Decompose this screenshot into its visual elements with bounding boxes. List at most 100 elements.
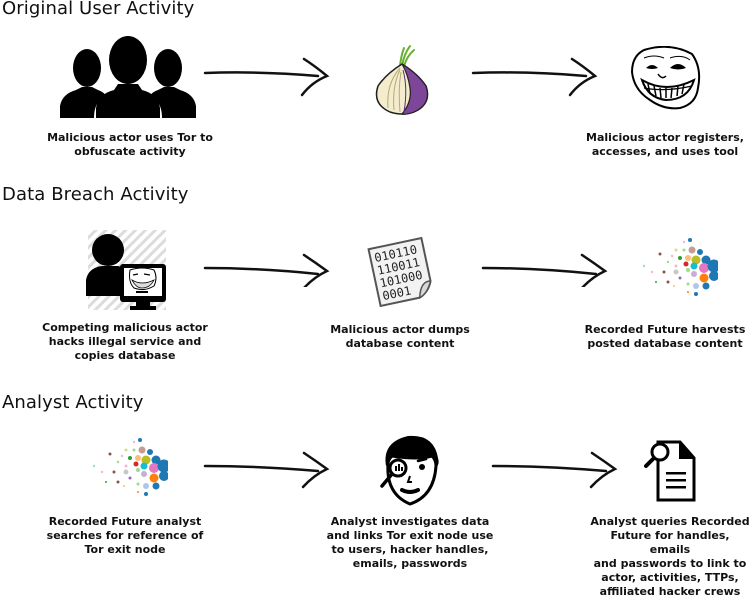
logo-dot [678, 276, 682, 280]
logo-dot [655, 281, 657, 283]
caption-line: Analyst investigates data [330, 515, 490, 528]
tor-onion-icon [375, 45, 429, 115]
logo-dot [144, 492, 148, 496]
hacker-computer-icon [86, 230, 166, 310]
analyst-magnifier-face-icon [380, 435, 439, 506]
logo-dot [691, 255, 701, 265]
caption-line: Malicious actor registers, [586, 131, 744, 144]
caption-line: and passwords to link to [593, 557, 747, 570]
caption-analyst-investigates: Analyst investigates data and links Tor … [315, 515, 505, 571]
logo-dot [699, 273, 709, 283]
caption-line: posted database content [587, 337, 743, 350]
logo-dot [152, 482, 160, 490]
logo-dot [136, 468, 140, 472]
caption-line: searches for reference of [46, 529, 204, 542]
logo-dot [682, 240, 686, 244]
logo-dot [678, 256, 682, 260]
flow-arrow-2-2 [481, 253, 608, 287]
logo-dot [685, 255, 691, 261]
caption-line: affiliated hacker crews [599, 585, 741, 598]
flow-arrow-3-2 [491, 451, 618, 489]
logo-dot [116, 460, 120, 464]
logo-dot [687, 291, 689, 293]
caption-rf-analyst-searches: Recorded Future analyst searches for ref… [25, 515, 225, 557]
flow-arrow-1-1 [203, 57, 330, 97]
logo-dot [141, 455, 151, 465]
logo-dot [662, 270, 666, 274]
users-group-icon [60, 36, 196, 118]
logo-dot [140, 462, 148, 470]
logo-dot [674, 248, 678, 252]
logo-dot [693, 283, 699, 289]
logo-dot [135, 455, 141, 461]
logo-dot [100, 470, 104, 474]
logo-dot [702, 282, 710, 290]
logo-dot [658, 252, 662, 256]
logo-dot [690, 262, 698, 270]
caption-analyst-queries: Analyst queries Recorded Future for hand… [590, 515, 749, 599]
logo-dot [666, 280, 670, 284]
caption-malicious-actor-uses-tor: Malicious actor uses Tor to obfuscate ac… [30, 131, 230, 159]
recorded-future-dots-icon [92, 438, 168, 496]
binary-line-4: 0001 [381, 283, 412, 303]
logo-dot [673, 285, 675, 287]
logo-dot [691, 271, 697, 277]
logo-dot [123, 485, 125, 487]
logo-dot [670, 254, 674, 258]
logo-dot [105, 481, 107, 483]
logo-dot [116, 480, 120, 484]
caption-malicious-actor-registers: Malicious actor registers, accesses, and… [580, 131, 749, 159]
logo-dot [128, 476, 132, 480]
binary-document-icon: 010110 110011 101000 0001 [367, 237, 432, 307]
logo-dot [682, 248, 686, 252]
logo-dot [124, 448, 128, 452]
logo-dot [128, 456, 132, 460]
logo-dot [642, 264, 646, 268]
logo-dot [143, 483, 149, 489]
logo-dot [697, 249, 703, 255]
logo-dot [666, 260, 670, 264]
logo-dot [149, 473, 159, 483]
logo-dot [108, 452, 112, 456]
logo-dot [137, 491, 139, 493]
logo-dot [707, 259, 718, 273]
logo-dot [709, 271, 718, 281]
caption-competing-actor-hacks: Competing malicious actor hacks illegal … [25, 321, 225, 363]
caption-line: Competing malicious actor [42, 321, 208, 334]
caption-rf-harvests: Recorded Future harvests posted database… [580, 323, 749, 351]
logo-dot [151, 455, 161, 465]
caption-line: Future for handles, emails [610, 529, 730, 556]
logo-dot [123, 469, 129, 475]
caption-line: copies database [74, 349, 176, 362]
caption-line: to users, hacker handles, [331, 543, 489, 556]
flow-arrow-2-1 [203, 253, 330, 287]
recorded-future-dots-icon [642, 238, 718, 296]
caption-line: and links Tor exit node use [326, 529, 494, 542]
flow-arrow-1-2 [471, 57, 598, 97]
caption-line: Recorded Future analyst [48, 515, 202, 528]
caption-line: hacks illegal service and [48, 335, 202, 348]
logo-dot [132, 448, 136, 452]
logo-dot [141, 471, 147, 477]
caption-actor-dumps-database: Malicious actor dumps database content [320, 323, 480, 351]
flow-arrow-3-1 [203, 451, 330, 489]
logo-dot [686, 268, 690, 272]
section-title-original-user-activity: Original User Activity [2, 0, 195, 19]
troll-face-icon [630, 46, 701, 110]
caption-line: obfuscate activity [74, 145, 186, 158]
logo-dot [157, 459, 168, 473]
logo-dot [120, 454, 124, 458]
logo-dot [138, 438, 142, 442]
logo-dot [138, 446, 146, 454]
caption-line: emails, passwords [352, 557, 468, 570]
section-title-data-breach-activity: Data Breach Activity [2, 184, 189, 205]
logo-dot [92, 464, 96, 468]
caption-line: Malicious actor uses Tor to [47, 131, 213, 144]
logo-dot [688, 246, 696, 254]
document-search-icon [644, 440, 696, 502]
logo-dot [147, 449, 153, 455]
caption-line: Tor exit node [84, 543, 166, 556]
logo-dot [133, 461, 139, 467]
logo-dot [136, 482, 140, 486]
caption-line: actor, activities, TTPs, [601, 571, 739, 584]
